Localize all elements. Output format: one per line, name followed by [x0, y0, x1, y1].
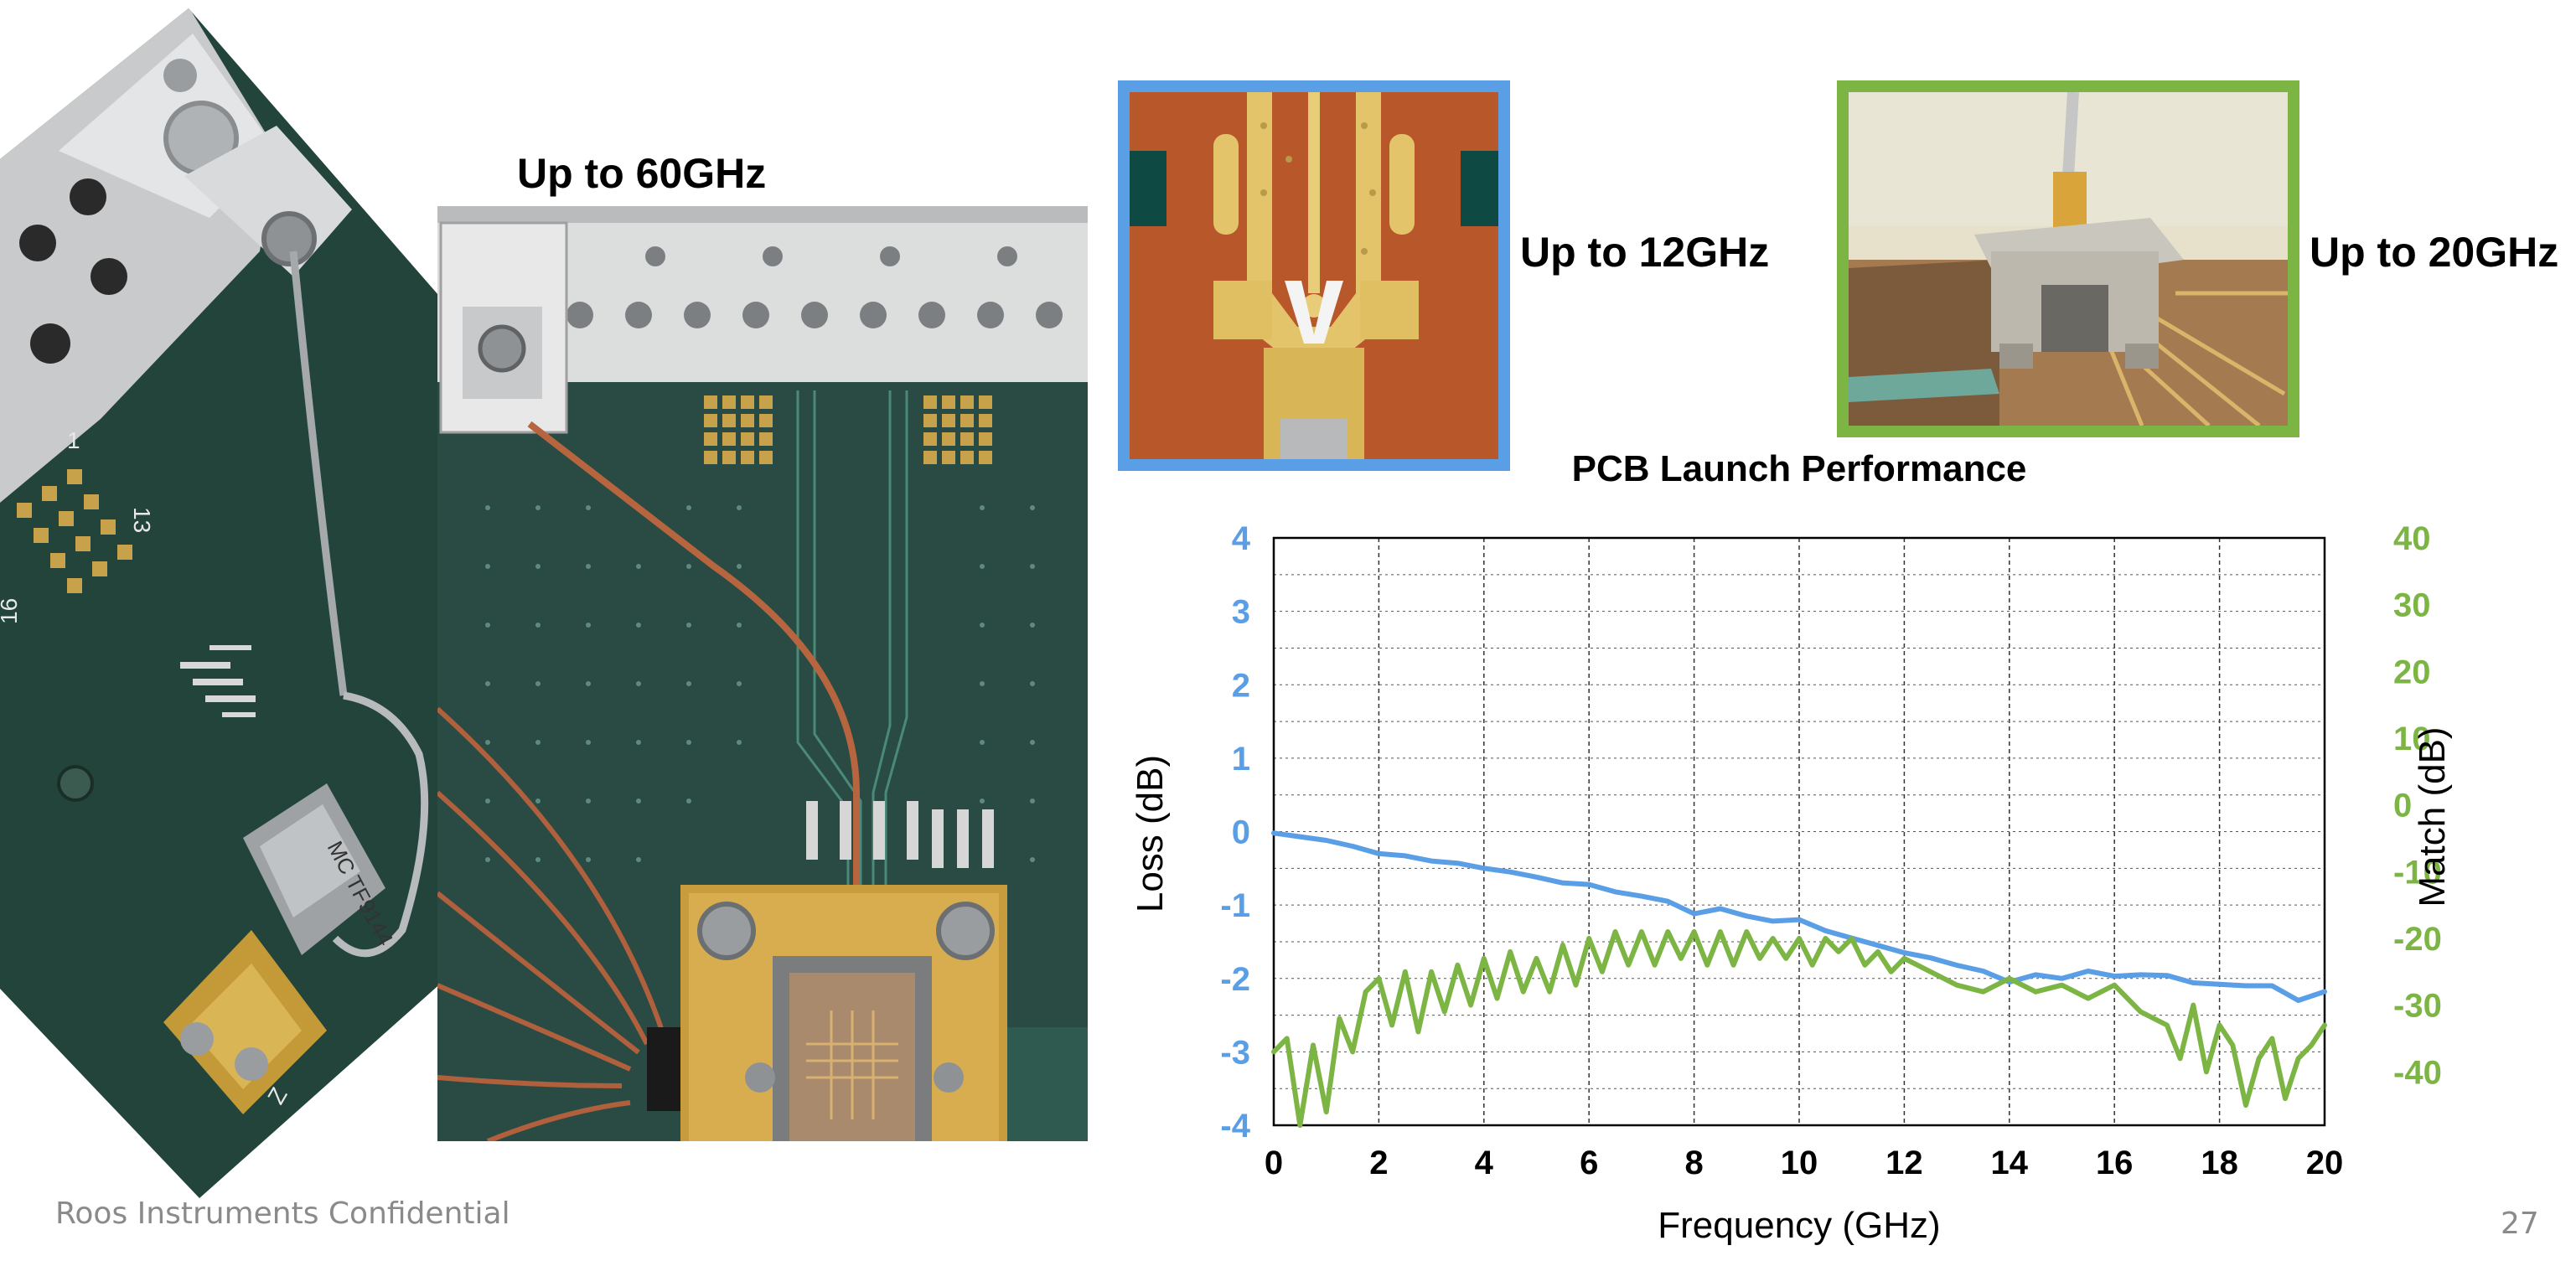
chart-title: PCB Launch Performance: [1572, 452, 2027, 489]
y-tick-label-right: 0: [2393, 788, 2412, 824]
y-tick-label-right: -10: [2393, 854, 2442, 891]
y-axis-label-right: Match (dB): [2412, 726, 2453, 907]
label-up-to-60ghz: Up to 60GHz: [517, 150, 767, 197]
y-tick-label-left: 0: [1232, 814, 1250, 851]
photo-pcb-launch-20ghz: [1837, 80, 2299, 437]
photo-pcb-launch-12ghz: [1118, 80, 1510, 471]
pad-number-16: 16: [0, 598, 22, 624]
y-tick-label-left: -1: [1220, 887, 1250, 924]
y-tick-label-left: -3: [1220, 1034, 1250, 1071]
y-tick-label-left: 4: [1232, 520, 1251, 557]
x-tick-label: 12: [1885, 1145, 1923, 1181]
footer-confidential: Roos Instruments Confidential: [55, 1196, 510, 1231]
chart-series-group: [1271, 830, 2327, 1128]
y-tick-label-left: -4: [1220, 1108, 1250, 1145]
x-tick-label: 10: [1781, 1145, 1818, 1181]
label-up-to-20ghz: Up to 20GHz: [2310, 229, 2559, 276]
page-number: 27: [2501, 1207, 2539, 1241]
x-tick-label: 8: [1684, 1145, 1703, 1181]
photo-pcb-connector-diamond: 1 13 16 MC TF9144 Z: [0, 0, 444, 1207]
pad-number-1: 1: [67, 427, 80, 453]
y-tick-label-right: 10: [2393, 721, 2431, 757]
series-line-match: [1271, 929, 2327, 1128]
x-tick-label: 2: [1369, 1145, 1388, 1181]
y-tick-label-left: 2: [1232, 667, 1250, 704]
y-tick-label-left: -2: [1220, 961, 1250, 998]
y-tick-label-right: -30: [2393, 988, 2442, 1025]
x-tick-label: 20: [2306, 1145, 2344, 1181]
label-up-to-12ghz: Up to 12GHz: [1520, 229, 1770, 276]
x-tick-label: 4: [1475, 1145, 1494, 1181]
photo-pcb-socket-60ghz: [435, 206, 1088, 1144]
x-tick-label: 16: [2096, 1145, 2134, 1181]
series-line-loss: [1271, 830, 2327, 1003]
y-tick-label-left: 1: [1232, 741, 1250, 778]
y-tick-label-right: 20: [2393, 654, 2431, 690]
x-axis-label: Frequency (GHz): [1658, 1205, 1940, 1246]
x-tick-label: 14: [1991, 1145, 2029, 1181]
y-tick-label-right: 30: [2393, 587, 2431, 624]
y-tick-label-right: -40: [2393, 1054, 2442, 1091]
chart-grid: [1273, 537, 2325, 1126]
x-tick-label: 0: [1265, 1145, 1283, 1181]
y-axis-label-left: Loss (dB): [1130, 755, 1171, 912]
x-tick-label: 18: [2201, 1145, 2238, 1181]
y-tick-label-right: 40: [2393, 520, 2431, 557]
y-tick-label-right: -20: [2393, 921, 2442, 958]
pad-number-13: 13: [129, 507, 155, 533]
y-tick-label-left: 3: [1232, 594, 1250, 631]
x-tick-label: 6: [1580, 1145, 1598, 1181]
